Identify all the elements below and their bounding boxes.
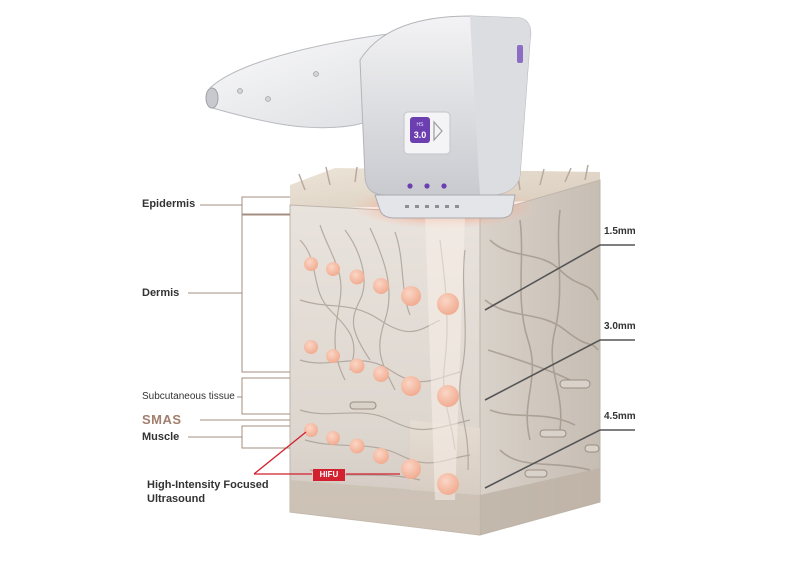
focal-point: [373, 278, 389, 294]
hair-strands: [298, 164, 589, 191]
focal-point: [401, 376, 421, 396]
focus-beam: [425, 215, 465, 500]
hifu-caption-line1: High-Intensity Focused: [147, 479, 269, 491]
focal-point: [304, 257, 318, 271]
focal-point: [349, 269, 365, 285]
layer-brackets: [188, 196, 290, 449]
focal-point: [401, 286, 421, 306]
hifu-tag: HIFU: [313, 469, 345, 481]
focal-point: [437, 293, 459, 315]
focal-point: [326, 262, 340, 276]
depth-label-1-5: 1.5mm: [604, 226, 636, 237]
side-indicator: [517, 45, 523, 63]
label-muscle: Muscle: [142, 431, 180, 443]
label-subcutaneous: Subcutaneous tissue: [142, 391, 235, 402]
label-dermis: Dermis: [142, 287, 180, 299]
indicator-lights: [407, 183, 447, 189]
depth-label-3-0: 3.0mm: [604, 321, 636, 332]
label-epidermis: Epidermis: [142, 198, 196, 210]
handle-tip: [205, 87, 219, 109]
depth-label-4-5: 4.5mm: [604, 411, 636, 422]
depth-leaders: [484, 244, 635, 489]
hifu-caption: High-Intensity Focused Ultrasound: [147, 478, 269, 506]
transducer-slots: [405, 205, 459, 208]
depth-line-4-5: [484, 429, 635, 489]
muscle-band-front: [290, 480, 480, 535]
label-smas: SMAS: [142, 412, 182, 427]
hifu-handpiece: HS 3.0: [205, 15, 532, 219]
hifu-pointers: [253, 431, 400, 475]
screen-text-top: HS: [417, 122, 425, 128]
focal-points: [304, 257, 459, 495]
focal-point: [437, 473, 459, 495]
focal-point: [437, 385, 459, 407]
focal-point: [349, 438, 365, 454]
depth-line-3-0: [484, 339, 635, 401]
focal-point: [326, 431, 340, 445]
focal-point: [304, 340, 318, 354]
focal-point: [326, 349, 340, 363]
vessel-tubes: [349, 379, 600, 478]
handle-buttons: [237, 71, 319, 102]
focal-point: [373, 366, 389, 382]
focal-point: [349, 358, 365, 374]
depth-line-1-5: [484, 244, 635, 311]
screen-text-main: 3.0: [414, 130, 427, 140]
focal-point: [401, 459, 421, 479]
screen-display: [410, 117, 430, 143]
play-triangle-icon: [433, 120, 443, 142]
hifu-caption-line2: Ultrasound: [147, 493, 206, 505]
cartridge-side: [470, 16, 531, 195]
muscle-band-side: [480, 468, 600, 535]
focal-point: [304, 423, 318, 437]
focal-point: [373, 448, 389, 464]
